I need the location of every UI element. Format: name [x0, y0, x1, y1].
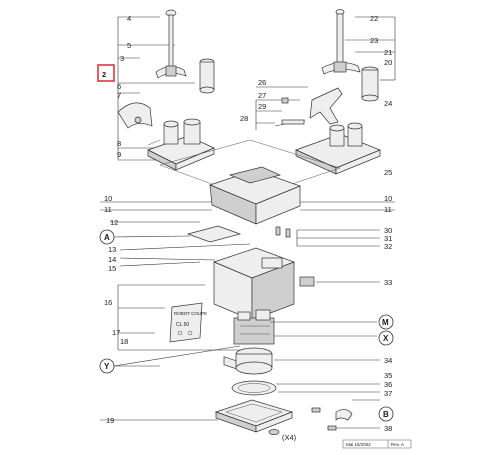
- right-top-bracket: [345, 16, 396, 81]
- callout-18: 18: [120, 337, 128, 346]
- svg-text:X: X: [383, 334, 389, 343]
- part-base: [214, 399, 294, 435]
- footer-rev: Rev. A: [391, 442, 404, 447]
- callout-28: 28: [240, 114, 248, 123]
- callout-35: 35: [384, 371, 392, 380]
- callout-36: 36: [384, 380, 392, 389]
- part-motor: [233, 309, 275, 345]
- part-label-plate: ROBOT COUPE CL 50: [169, 302, 207, 343]
- callout-20: 20: [384, 58, 392, 67]
- callout-24: 24: [384, 99, 392, 108]
- circle-ref-m: M: [378, 314, 394, 330]
- plate-label-bottom: CL 50: [176, 322, 189, 328]
- callout-38: 38: [384, 424, 392, 433]
- callout-29: 29: [258, 102, 266, 111]
- svg-text:A: A: [104, 233, 110, 242]
- part-tube-right: [361, 66, 379, 102]
- callout-15: 15: [108, 264, 116, 273]
- footer-date: Mai 16/2002: [346, 442, 371, 447]
- callout-33: 33: [384, 278, 392, 287]
- part-feet: [311, 407, 353, 431]
- highlight-box: [97, 64, 115, 82]
- callout-7: 7: [117, 91, 121, 100]
- callout-30: 30: [384, 226, 392, 235]
- callout-8: 8: [117, 139, 121, 148]
- circle-ref-x: X: [378, 330, 394, 346]
- callout-16: 16: [104, 298, 112, 307]
- callout-14: 14: [108, 255, 116, 264]
- part-lid: [147, 118, 215, 171]
- left-top-bracket: [117, 16, 195, 161]
- callout-5: 5: [127, 41, 131, 50]
- part-ring: [231, 380, 277, 396]
- circle-ref-y: Y: [99, 358, 115, 374]
- part-scraper: [117, 102, 153, 129]
- callout-19: 19: [106, 416, 114, 425]
- callout-32: 32: [384, 242, 392, 251]
- circle-ref-b: B: [378, 406, 394, 422]
- callout-27: 27: [258, 91, 266, 100]
- callout-22: 22: [370, 14, 378, 23]
- svg-text:B: B: [383, 410, 389, 419]
- callout-25: 25: [384, 168, 392, 177]
- part-spindle-right: [321, 9, 361, 75]
- callout-2: 2: [102, 70, 106, 79]
- part-lid-right: [295, 122, 381, 175]
- plate-label-top: ROBOT COUPE: [174, 311, 207, 316]
- callout-10-left: 10: [104, 194, 112, 203]
- quantity-note: (X4): [282, 433, 297, 442]
- callout-17: 17: [112, 328, 120, 337]
- callout-4: 4: [127, 14, 131, 23]
- callout-37: 37: [384, 389, 392, 398]
- part-housing: [208, 166, 301, 225]
- callout-9: 9: [117, 150, 121, 159]
- svg-text:Y: Y: [104, 362, 110, 371]
- callout-13: 13: [108, 245, 116, 254]
- callout-11-right: 11: [384, 205, 392, 214]
- callout-11-left: 11: [104, 205, 112, 214]
- part-plate: [186, 225, 242, 243]
- callout-6: 6: [117, 82, 121, 91]
- part-motor-housing: [213, 247, 315, 372]
- callout-3: 3: [120, 54, 124, 63]
- callout-labels-left: 4 5 3 2 6 7 8 9 10 11 12 13 14 15 16 17 …: [102, 14, 131, 425]
- callout-26: 26: [258, 78, 266, 87]
- callout-labels-right: 22 23 21 20 24 25 10 11 30 31 32 33 34 3…: [370, 14, 392, 433]
- svg-text:M: M: [382, 318, 389, 327]
- callout-23: 23: [370, 36, 378, 45]
- part-blade: [309, 87, 343, 125]
- part-tube: [199, 58, 215, 94]
- callout-34: 34: [384, 356, 392, 365]
- callout-21: 21: [384, 48, 392, 57]
- callout-12: 12: [110, 218, 118, 227]
- part-spindle: [155, 9, 187, 79]
- circle-ref-a: A: [99, 229, 115, 245]
- center-bracket: [255, 86, 308, 130]
- callout-31: 31: [384, 234, 392, 243]
- part-motor-cylinder: [235, 347, 273, 375]
- footer-box: Mai 16/2002 Rev. A: [342, 439, 412, 449]
- part-screws: [275, 226, 291, 238]
- callout-10-right: 10: [384, 194, 392, 203]
- callout-labels-center: 26 27 29 28: [240, 78, 266, 123]
